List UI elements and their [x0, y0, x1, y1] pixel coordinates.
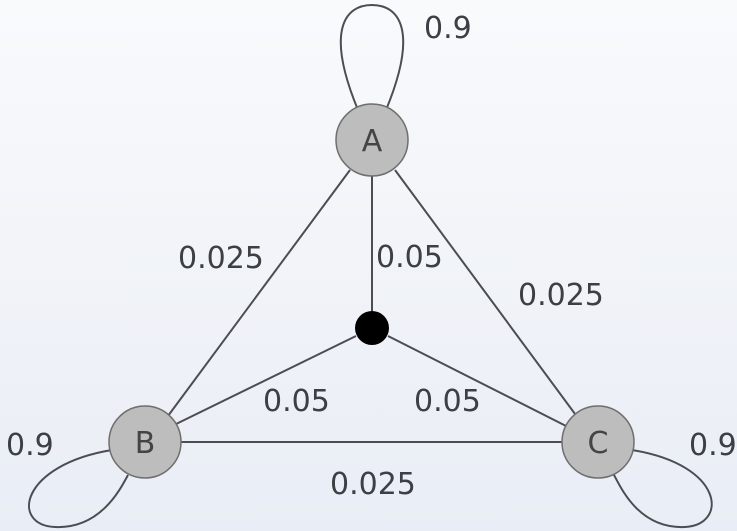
edge-a-c — [394, 169, 579, 419]
label-b-c: 0.025 — [330, 467, 416, 502]
label-b-hub: 0.05 — [263, 384, 330, 419]
node-a-label: A — [362, 124, 383, 159]
label-a-c: 0.025 — [518, 278, 604, 313]
label-c-hub: 0.05 — [414, 384, 481, 419]
edge-b-hub — [171, 335, 357, 427]
node-a: A — [335, 103, 409, 177]
label-c-self: 0.9 — [689, 428, 737, 463]
hub-node — [355, 311, 389, 345]
edge-a-b — [164, 169, 351, 421]
self-loop-a — [339, 3, 405, 111]
label-b-self: 0.9 — [6, 428, 54, 463]
self-loop-b — [28, 449, 129, 529]
node-b: B — [108, 405, 182, 479]
edge-c-hub — [387, 335, 571, 429]
self-loop-c — [613, 449, 713, 529]
label-a-b: 0.025 — [178, 241, 264, 276]
node-c-label: C — [588, 426, 609, 461]
node-c: C — [561, 405, 635, 479]
label-a-self: 0.9 — [424, 11, 472, 46]
node-b-label: B — [135, 426, 156, 461]
label-a-hub: 0.05 — [376, 240, 443, 275]
